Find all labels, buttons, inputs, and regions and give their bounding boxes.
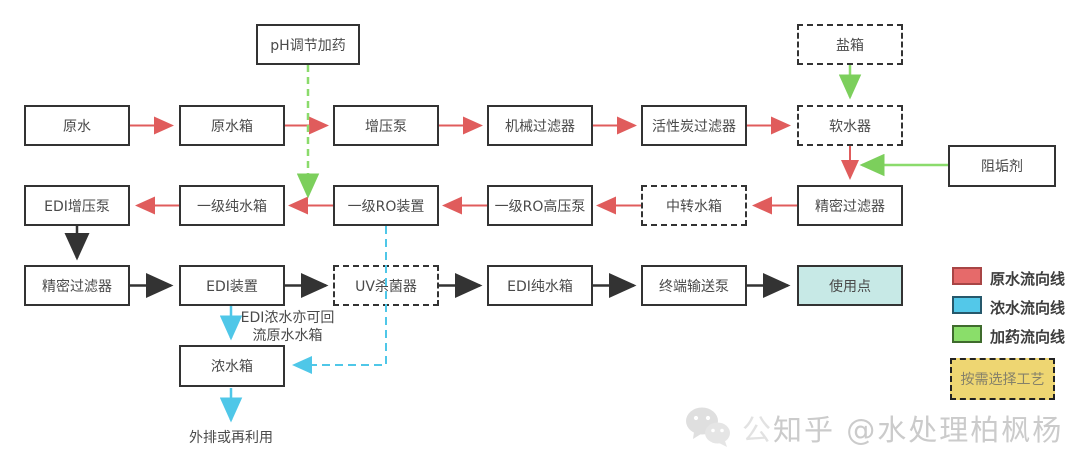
legend-swatch-raw-water-line <box>952 267 982 285</box>
box-precision-filter-lower: 精密过滤器 <box>24 265 130 306</box>
box-transfer-tank: 中转水箱 <box>641 185 747 226</box>
watermark-text: 知乎 @水处理柏枫杨 <box>773 413 1064 447</box>
note-edi-concentrate: EDI浓水亦可回 流原水水箱 <box>235 309 340 345</box>
legend-optional-process-box: 按需选择工艺 <box>950 358 1055 400</box>
box-booster-pump: 增压泵 <box>333 105 439 146</box>
watermark-faint-char: 公 <box>742 413 772 447</box>
wechat-icon <box>684 404 732 452</box>
box-softener: 软水器 <box>797 105 903 146</box>
legend-swatch-dosing-line <box>952 325 982 343</box>
legend-label-dosing-line: 加药流向线 <box>990 328 1066 346</box>
box-concentrate-tank: 浓水箱 <box>179 345 285 387</box>
box-edi-pure-water-tank: EDI纯水箱 <box>487 265 593 306</box>
box-raw-water-tank: 原水箱 <box>179 105 285 146</box>
note-edi-concentrate-line2: 流原水水箱 <box>252 328 323 345</box>
box-stage1-ro-unit: 一级RO装置 <box>333 185 439 226</box>
box-mechanical-filter: 机械过滤器 <box>487 105 593 146</box>
legend-swatch-concentrate-line <box>952 296 982 314</box>
legend-label-concentrate-line: 浓水流向线 <box>990 299 1066 317</box>
legend-label-raw-water-line: 原水流向线 <box>990 270 1066 288</box>
box-edi-booster-pump: EDI增压泵 <box>24 185 130 226</box>
box-antiscalant: 阻垢剂 <box>948 145 1056 187</box>
watermark: 公 知乎 @水处理柏枫杨 <box>684 404 1063 452</box>
box-edi-unit: EDI装置 <box>179 265 285 306</box>
box-ph-dosing: pH调节加药 <box>256 24 360 65</box>
box-uv-sterilizer: UV杀菌器 <box>333 265 439 306</box>
note-discharge: 外排或再利用 <box>189 430 273 446</box>
box-salt-tank: 盐箱 <box>797 24 903 65</box>
box-precision-filter-upper: 精密过滤器 <box>797 185 903 226</box>
box-carbon-filter: 活性炭过滤器 <box>641 105 747 146</box>
box-stage1-pure-water-tank: 一级纯水箱 <box>179 185 285 226</box>
note-edi-concentrate-line1: EDI浓水亦可回 <box>240 310 335 326</box>
box-raw-water: 原水 <box>24 105 130 146</box>
box-terminal-pump: 终端输送泵 <box>641 265 747 306</box>
box-use-point: 使用点 <box>797 265 903 306</box>
box-stage1-ro-hp-pump: 一级RO高压泵 <box>487 185 593 226</box>
